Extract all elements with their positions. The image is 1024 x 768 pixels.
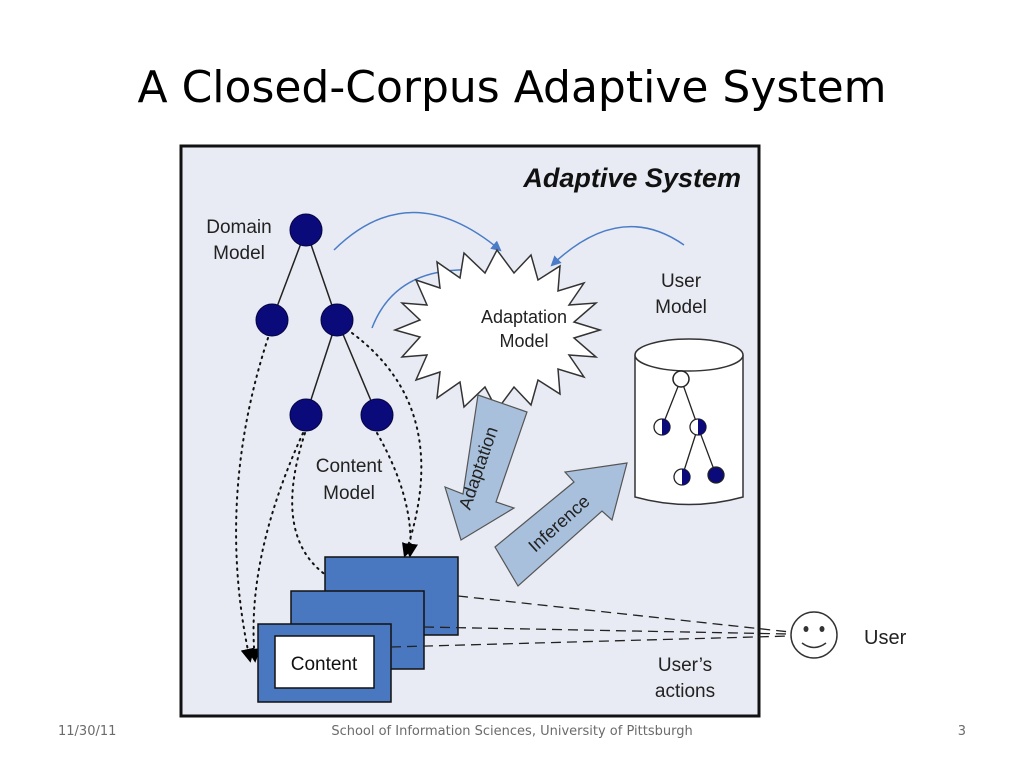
- user-tree-node-full: [707, 466, 725, 484]
- tree-node-root: [289, 213, 323, 247]
- content-page-inner: [274, 635, 375, 689]
- slide-title: A Closed-Corpus Adaptive System: [137, 62, 887, 113]
- tree-node-right: [320, 303, 354, 337]
- dotted-arrows: [235, 332, 423, 663]
- content-model-label-line2: Model: [323, 483, 375, 504]
- footer-page-number: 3: [957, 724, 966, 739]
- footer-institution: School of Information Sciences, Universi…: [331, 724, 693, 739]
- inference-arrow: [494, 462, 628, 587]
- adaptation-model-label-line1: Adaptation: [481, 307, 567, 327]
- dashed-user-lines: [390, 595, 791, 648]
- content-page-label: Content: [291, 654, 358, 675]
- panel-title: Adaptive System: [522, 163, 741, 193]
- user-tree-node-half-1: [653, 418, 671, 436]
- content-pages: [257, 556, 459, 703]
- adaptation-arrow: [444, 394, 528, 541]
- domain-tree-nodes: [255, 213, 394, 432]
- tree-node-leaf-2: [360, 398, 394, 432]
- user-tree-node-half-3: [673, 468, 691, 486]
- domain-model-label-line1: Domain: [206, 217, 271, 238]
- footer-date: 11/30/11: [58, 724, 117, 739]
- domain-model-label-line2: Model: [213, 243, 265, 264]
- content-model-label-line1: Content: [316, 456, 383, 477]
- user-tree-node-root: [672, 370, 690, 388]
- user-actions-label-line1: User’s: [658, 655, 712, 676]
- user-label: User: [864, 627, 907, 649]
- tree-node-left: [255, 303, 289, 337]
- user-actions-label-line2: actions: [655, 681, 715, 702]
- smiley-face-icon: [790, 611, 838, 659]
- user-model-label-line2: Model: [655, 297, 707, 318]
- user-model-label-line1: User: [661, 271, 702, 292]
- starburst-icon: [392, 248, 603, 412]
- user-tree-node-half-2: [689, 418, 707, 436]
- tree-node-leaf-1: [289, 398, 323, 432]
- blue-curved-arrows: [333, 211, 685, 329]
- adaptation-model-label-line2: Model: [499, 331, 548, 351]
